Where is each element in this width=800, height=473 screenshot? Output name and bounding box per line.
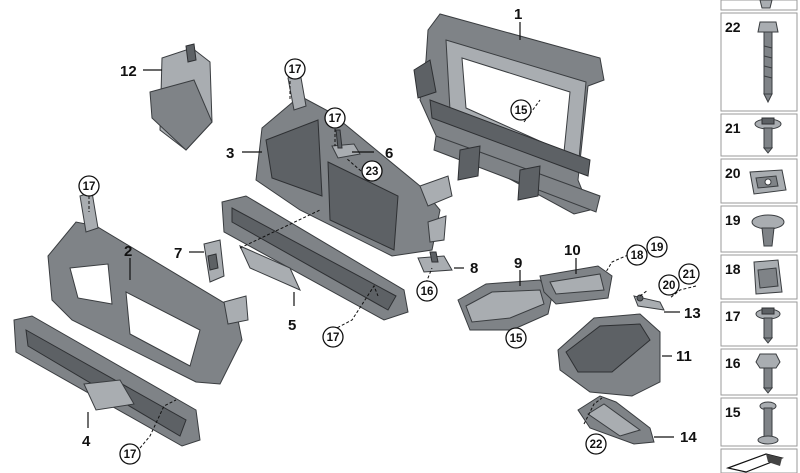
part-13-bracket [633, 294, 665, 311]
callout-7: 7 [174, 245, 182, 262]
leader-lines [87, 22, 697, 449]
callout-8: 8 [470, 260, 478, 277]
svg-text:17: 17 [725, 308, 741, 324]
svg-text:21: 21 [725, 120, 741, 136]
svg-text:20: 20 [725, 165, 741, 181]
svg-text:19: 19 [651, 242, 664, 254]
circled-ref-21: 21 [678, 263, 700, 285]
legend-item-17: 17 [720, 301, 798, 347]
push-rivet-icon [757, 401, 779, 445]
callout-9: 9 [514, 255, 522, 272]
callout-13: 13 [684, 305, 701, 322]
part-2-front-carrier [47, 191, 249, 385]
callout-6: 6 [385, 145, 393, 162]
expanding-rivet-icon [751, 214, 785, 247]
svg-text:16: 16 [725, 355, 741, 371]
circled-ref-20: 20 [658, 274, 680, 296]
callout-14: 14 [680, 429, 697, 446]
svg-text:17: 17 [327, 332, 340, 344]
svg-text:15: 15 [515, 105, 528, 117]
part-9-air-duct [457, 279, 553, 331]
part-5-air-guide [221, 195, 409, 321]
svg-text:17: 17 [289, 64, 302, 76]
svg-text:17: 17 [124, 449, 137, 461]
cage-nut-icon [753, 259, 783, 295]
svg-text:18: 18 [631, 250, 644, 262]
svg-text:18: 18 [725, 261, 741, 277]
legend-item-16: 16 [720, 348, 798, 396]
long-bolt-icon [757, 21, 779, 104]
legend-item-20: 20 [720, 158, 798, 204]
callout-11: 11 [676, 348, 692, 365]
part-14-bracket [577, 395, 655, 445]
legend-item-21: 21 [720, 113, 798, 157]
svg-text:21: 21 [683, 269, 696, 281]
circled-ref-16: 16 [416, 280, 438, 302]
part-3-grille-frame [255, 71, 453, 257]
svg-text:15: 15 [510, 333, 523, 345]
part-8-bracket [417, 251, 453, 273]
callout-10: 10 [564, 242, 581, 259]
hex-bolt-icon [755, 353, 781, 394]
circled-ref-17: 17 [284, 58, 306, 80]
svg-text:17: 17 [83, 181, 96, 193]
circled-ref-22: 22 [585, 433, 607, 455]
circled-ref-15: 15 [510, 99, 532, 121]
callout-1: 1 [514, 6, 522, 23]
callout-12: 12 [120, 63, 137, 80]
fastener-legend: 22 21 20 [720, 0, 798, 473]
part-callouts: 1 12 3 6 7 2 8 9 10 5 13 11 4 14 [82, 6, 701, 450]
part-7-mounting-clip [203, 239, 225, 283]
part-4-lower-air-guide [13, 315, 201, 447]
legend-item-22: 22 [720, 12, 798, 112]
flange-screw-icon [754, 117, 782, 154]
callout-2: 2 [124, 243, 132, 260]
flange-screw-icon [755, 307, 781, 344]
legend-footer-arrow [720, 448, 798, 473]
svg-text:16: 16 [421, 286, 434, 298]
legend-item-19: 19 [720, 205, 798, 253]
clip-nut-icon [749, 169, 787, 195]
callout-4: 4 [82, 433, 91, 450]
circled-ref-23: 23 [361, 160, 383, 182]
callout-5: 5 [288, 317, 296, 334]
circled-ref-17: 17 [78, 175, 100, 197]
circled-ref-17: 17 [324, 107, 346, 129]
part-12-air-duct-bracket [149, 43, 213, 151]
circled-callouts: 17 17 17 17 17 15 23 16 15 18 19 20 21 2… [78, 58, 700, 465]
part-10-air-duct [539, 265, 613, 305]
circled-ref-17: 17 [119, 443, 141, 465]
circled-ref-17: 17 [322, 326, 344, 348]
svg-text:15: 15 [725, 404, 741, 420]
circled-ref-19: 19 [646, 236, 668, 258]
svg-text:23: 23 [366, 166, 379, 178]
svg-text:19: 19 [725, 212, 741, 228]
callout-3: 3 [226, 145, 234, 162]
svg-text:22: 22 [725, 19, 741, 35]
svg-text:20: 20 [663, 280, 676, 292]
legend-item-15: 15 [720, 397, 798, 447]
svg-text:22: 22 [590, 439, 603, 451]
circled-ref-15: 15 [505, 327, 527, 349]
circled-ref-18: 18 [626, 244, 648, 266]
svg-text:17: 17 [329, 113, 342, 125]
part-11-air-duct [557, 313, 661, 397]
part-6-small-bracket [331, 129, 361, 159]
legend-item-18: 18 [720, 254, 798, 300]
